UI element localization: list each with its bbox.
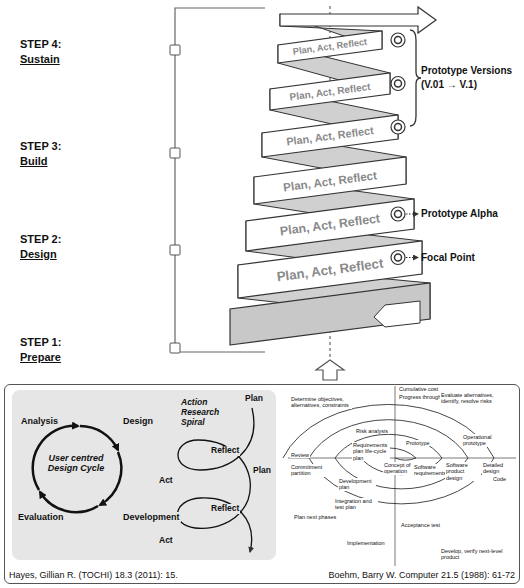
curly-bracket: [410, 30, 421, 126]
step-name: Build: [20, 155, 48, 168]
step-squares: [170, 45, 180, 353]
prototype-marker: [391, 207, 405, 221]
prototype-markers: [391, 33, 418, 265]
step-name: Design: [20, 248, 57, 261]
band-front: [254, 157, 406, 204]
prototype-marker: [395, 254, 402, 261]
band-front: [278, 31, 382, 63]
spiral-annotation: Develop, verify next-level product: [440, 548, 512, 561]
spiral-annotation: Risk analysis: [355, 428, 389, 434]
prototype-marker: [395, 80, 402, 87]
cycle-title: User centred Design Cycle: [46, 453, 106, 474]
band-front: [246, 199, 414, 251]
step-name: Sustain: [20, 53, 60, 66]
spiral-annotation: Implementation: [346, 540, 386, 546]
ucd-cycle: [33, 426, 122, 512]
action-research-spiral: [178, 408, 254, 552]
leader-line: [406, 257, 418, 258]
prototype-marker: [395, 124, 402, 131]
spiral-annotation: Detailed design: [482, 462, 514, 475]
band-front: [270, 73, 390, 110]
spiral-annotation: Commitment partition: [290, 464, 332, 477]
prototype-label: Prototype Versions: [421, 65, 512, 77]
spiral-bands: [230, 7, 436, 345]
spiral-annotation: Review: [290, 452, 310, 458]
spiral-title: Action Research Spiral: [180, 398, 234, 427]
spiral-step: Act: [158, 476, 174, 486]
spiral-annotation: Software product design: [445, 462, 481, 481]
step-name: Prepare: [20, 351, 61, 364]
prototype-marker: [391, 251, 405, 265]
band-front: [262, 115, 398, 157]
citation: Hayes, Gillian R. (TOCHI) 18.3 (2011): 1…: [9, 570, 178, 580]
cycle-phase: Analysis: [20, 416, 59, 426]
prototype-label: Prototype Alpha: [421, 208, 498, 220]
step-number: STEP 3:: [20, 140, 61, 153]
boehm-spiral: [283, 404, 494, 503]
spiral-annotation: Evaluate alternatives, identify, resolve…: [440, 392, 504, 405]
step-number: STEP 4:: [20, 38, 61, 51]
spiral-annotation: Requirements plan life-cycle plan: [352, 442, 390, 461]
spiral-annotation: Operational prototype: [462, 434, 509, 447]
spiral-annotation: Development plan: [338, 478, 376, 491]
prototype-marker: [395, 37, 402, 44]
spiral-annotation: Determine objectives, alternatives, cons…: [290, 396, 352, 409]
version-range: (V.01 → V.1): [421, 79, 477, 91]
prototype-marker: [391, 120, 405, 134]
prototype-marker: [395, 211, 402, 218]
spiral-step: Plan: [244, 394, 264, 404]
leader-line: [406, 214, 418, 215]
cycle-phase: Development: [122, 512, 181, 522]
step-number: STEP 1:: [20, 336, 61, 349]
spiral-step: Plan: [252, 466, 272, 476]
step-bracket: [175, 8, 265, 352]
spiral-annotation: Cumulative cost: [398, 386, 439, 392]
spiral-annotation: Acceptance test: [400, 522, 441, 528]
start-arrow: [374, 301, 420, 327]
spiral-step: Act: [158, 536, 174, 546]
spiral-annotation: Code: [492, 476, 507, 482]
spiral-step: Reflect: [210, 504, 240, 514]
spiral-annotation: Plan next phases: [293, 514, 337, 520]
step-number: STEP 2:: [20, 233, 61, 246]
spiral-annotation: Concept of operation: [383, 462, 415, 475]
prototype-marker: [391, 33, 405, 47]
boehm-axes: [288, 386, 516, 566]
band-front: [238, 241, 422, 298]
spiral-annotation: Prototype: [405, 440, 431, 446]
cycle-phase: Evaluation: [17, 512, 65, 522]
cycle-phase: Design: [122, 416, 154, 426]
spiral-annotation: Integration and test plan: [334, 498, 378, 511]
prototype-label: Focal Point: [421, 252, 475, 264]
top-arrow: [280, 7, 436, 33]
citation: Boehm, Barry W. Computer 21.5 (1988): 61…: [328, 570, 515, 580]
spiral-annotation: Software requirements: [413, 464, 449, 477]
panel-ground: [12, 390, 276, 560]
spiral-step: Reflect: [210, 446, 240, 456]
up-arrow: [316, 360, 344, 380]
prototype-marker: [391, 77, 405, 91]
